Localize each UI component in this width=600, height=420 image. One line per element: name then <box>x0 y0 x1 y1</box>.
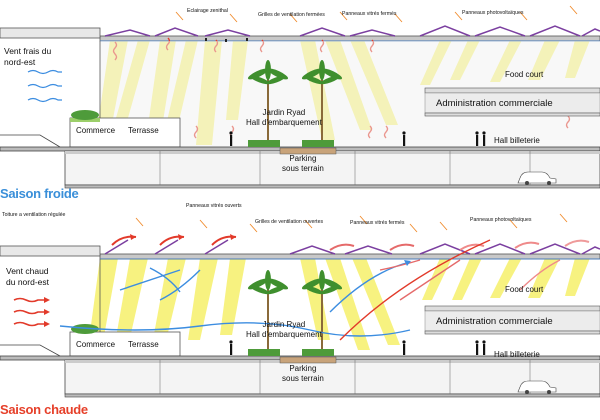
hot-photovoltaic-label: Panneaux photovoltaïques <box>470 217 532 223</box>
cold-palm-tree-icons <box>247 60 343 147</box>
hot-ticket-hall-label: Hall billeterie <box>494 350 540 359</box>
hot-season-title: Saison chaude <box>0 402 88 417</box>
hot-wind-label: Vent chaud du nord-est <box>6 266 49 287</box>
cold-commerce-label: Commerce <box>76 126 116 135</box>
hot-person-silhouette-icons <box>229 340 486 355</box>
cold-car-icon <box>517 171 557 185</box>
hot-commerce-label: Commerce <box>76 340 116 349</box>
hot-palm-tree-icons <box>247 270 343 356</box>
cold-wind-arrow-icons <box>27 69 62 103</box>
cold-section <box>0 5 600 189</box>
cold-garden-label: Jardin Ryad Hall d'embarquement <box>246 108 322 127</box>
hot-vents-open-label: Grilles de ventilation ouvertes <box>255 219 324 225</box>
cold-zenithal-light-label: Eclairage zenithal <box>187 8 228 14</box>
hot-terrace-label: Terrasse <box>128 340 159 349</box>
cold-season-title: Saison froide <box>0 186 79 201</box>
hot-section <box>0 213 600 398</box>
hot-panels-open-label: Panneaux vitrés ouverts <box>186 203 242 209</box>
cold-admin-label: Administration commerciale <box>436 98 553 109</box>
hot-panels-closed-label: Panneaux vitrés fermés <box>350 220 405 226</box>
hot-columns <box>159 360 531 394</box>
cold-food-court-label: Food court <box>505 70 544 79</box>
hot-admin-label: Administration commerciale <box>436 316 553 327</box>
cold-panels-closed-label: Panneaux vitrés fermés <box>342 11 397 17</box>
hot-food-court-label: Food court <box>505 285 544 294</box>
cold-roof-panels <box>104 25 600 37</box>
cold-wind-label: Vent frais du nord-est <box>4 46 52 67</box>
cold-person-silhouette-icons <box>229 131 486 146</box>
cold-photovoltaic-label: Panneaux photovoltaïques <box>462 10 524 16</box>
hot-sun-ray-icons <box>135 213 568 233</box>
hot-wind-arrow-icons <box>13 297 48 327</box>
hot-parking-label: Parking sous terrain <box>282 364 324 383</box>
cold-ticket-hall-label: Hall billeterie <box>494 136 540 145</box>
cold-terrace-label: Terrasse <box>128 126 159 135</box>
hot-car-icon <box>517 380 557 394</box>
hot-air-flow-arrows <box>59 239 561 341</box>
cold-vents-closed-label: Grilles de ventilation fermées <box>258 12 325 18</box>
cold-parking-label: Parking sous terrain <box>282 154 324 173</box>
hot-commerce-planter-icon <box>71 324 99 334</box>
cold-commerce-planter-icon <box>71 110 99 120</box>
hot-regulated-roof-label: Toiture a ventilation régulée <box>2 212 66 218</box>
hot-roof-exhaust-arrows <box>111 235 590 251</box>
hot-roof-panels <box>104 239 600 255</box>
cold-sun-ray-icons <box>175 5 578 23</box>
hot-garden-label: Jardin Ryad Hall d'embarquement <box>246 320 322 339</box>
